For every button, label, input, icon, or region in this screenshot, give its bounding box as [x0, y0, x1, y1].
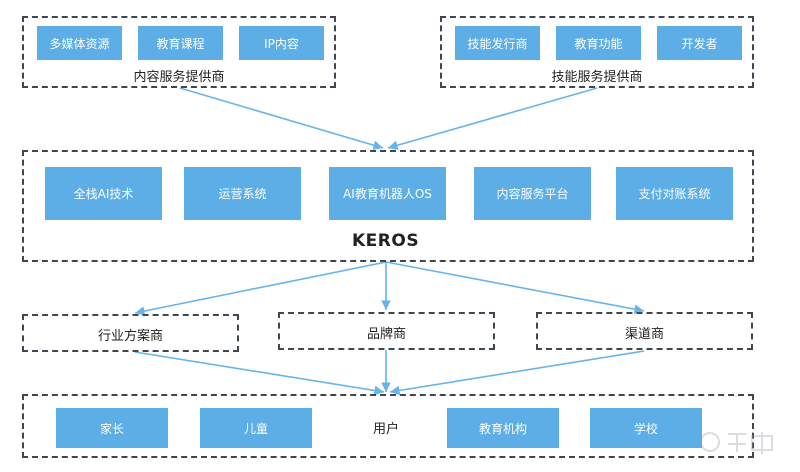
channel-dealer-label: 渠道商 — [624, 327, 664, 342]
user-item-schools: 学校 — [590, 408, 702, 448]
skill-item-developer: 开发者 — [657, 26, 742, 60]
skill-item-publisher: 技能发行商 — [455, 26, 540, 60]
channel-brand-box — [278, 312, 495, 350]
channel-industry-label: 行业方案商 — [97, 329, 163, 344]
arrow-keros-to-channel — [385, 261, 645, 314]
user-item-parents: 家长 — [56, 408, 168, 448]
users-group — [22, 394, 754, 458]
arrow-content-to-keros — [179, 87, 384, 150]
watermark-logo — [700, 432, 773, 454]
keros-title: KEROS — [352, 231, 420, 251]
content-provider-group — [22, 16, 336, 88]
channel-industry-box — [22, 314, 239, 352]
skill-provider-group — [440, 16, 754, 88]
user-item-institutions: 教育机构 — [447, 408, 559, 448]
content-item-courses: 教育课程 — [138, 26, 223, 60]
keros-item-payment: 支付对账系统 — [616, 167, 733, 220]
skill-item-education: 教育功能 — [556, 26, 641, 60]
arrow-channel-to-users — [389, 350, 645, 396]
channel-dealer-box — [536, 312, 753, 350]
keros-item-robot-os: AI教育机器人OS — [329, 167, 446, 220]
arrow-industry-to-users — [134, 351, 385, 396]
skill-provider-label: 技能服务提供商 — [551, 70, 643, 85]
users-label: 用户 — [372, 422, 399, 437]
user-item-children: 儿童 — [200, 408, 312, 448]
arrow-skill-to-keros — [387, 87, 598, 150]
channel-brand-label: 品牌商 — [366, 327, 406, 342]
keros-group — [22, 150, 754, 262]
content-provider-label: 内容服务提供商 — [133, 70, 225, 85]
content-item-multimedia: 多媒体资源 — [37, 26, 122, 60]
content-item-ip: IP内容 — [239, 26, 324, 60]
arrow-keros-to-industry — [134, 261, 387, 316]
keros-item-content-platform: 内容服务平台 — [474, 167, 591, 220]
keros-item-operations: 运营系统 — [184, 167, 301, 220]
keros-item-ai-stack: 全栈AI技术 — [45, 167, 162, 220]
